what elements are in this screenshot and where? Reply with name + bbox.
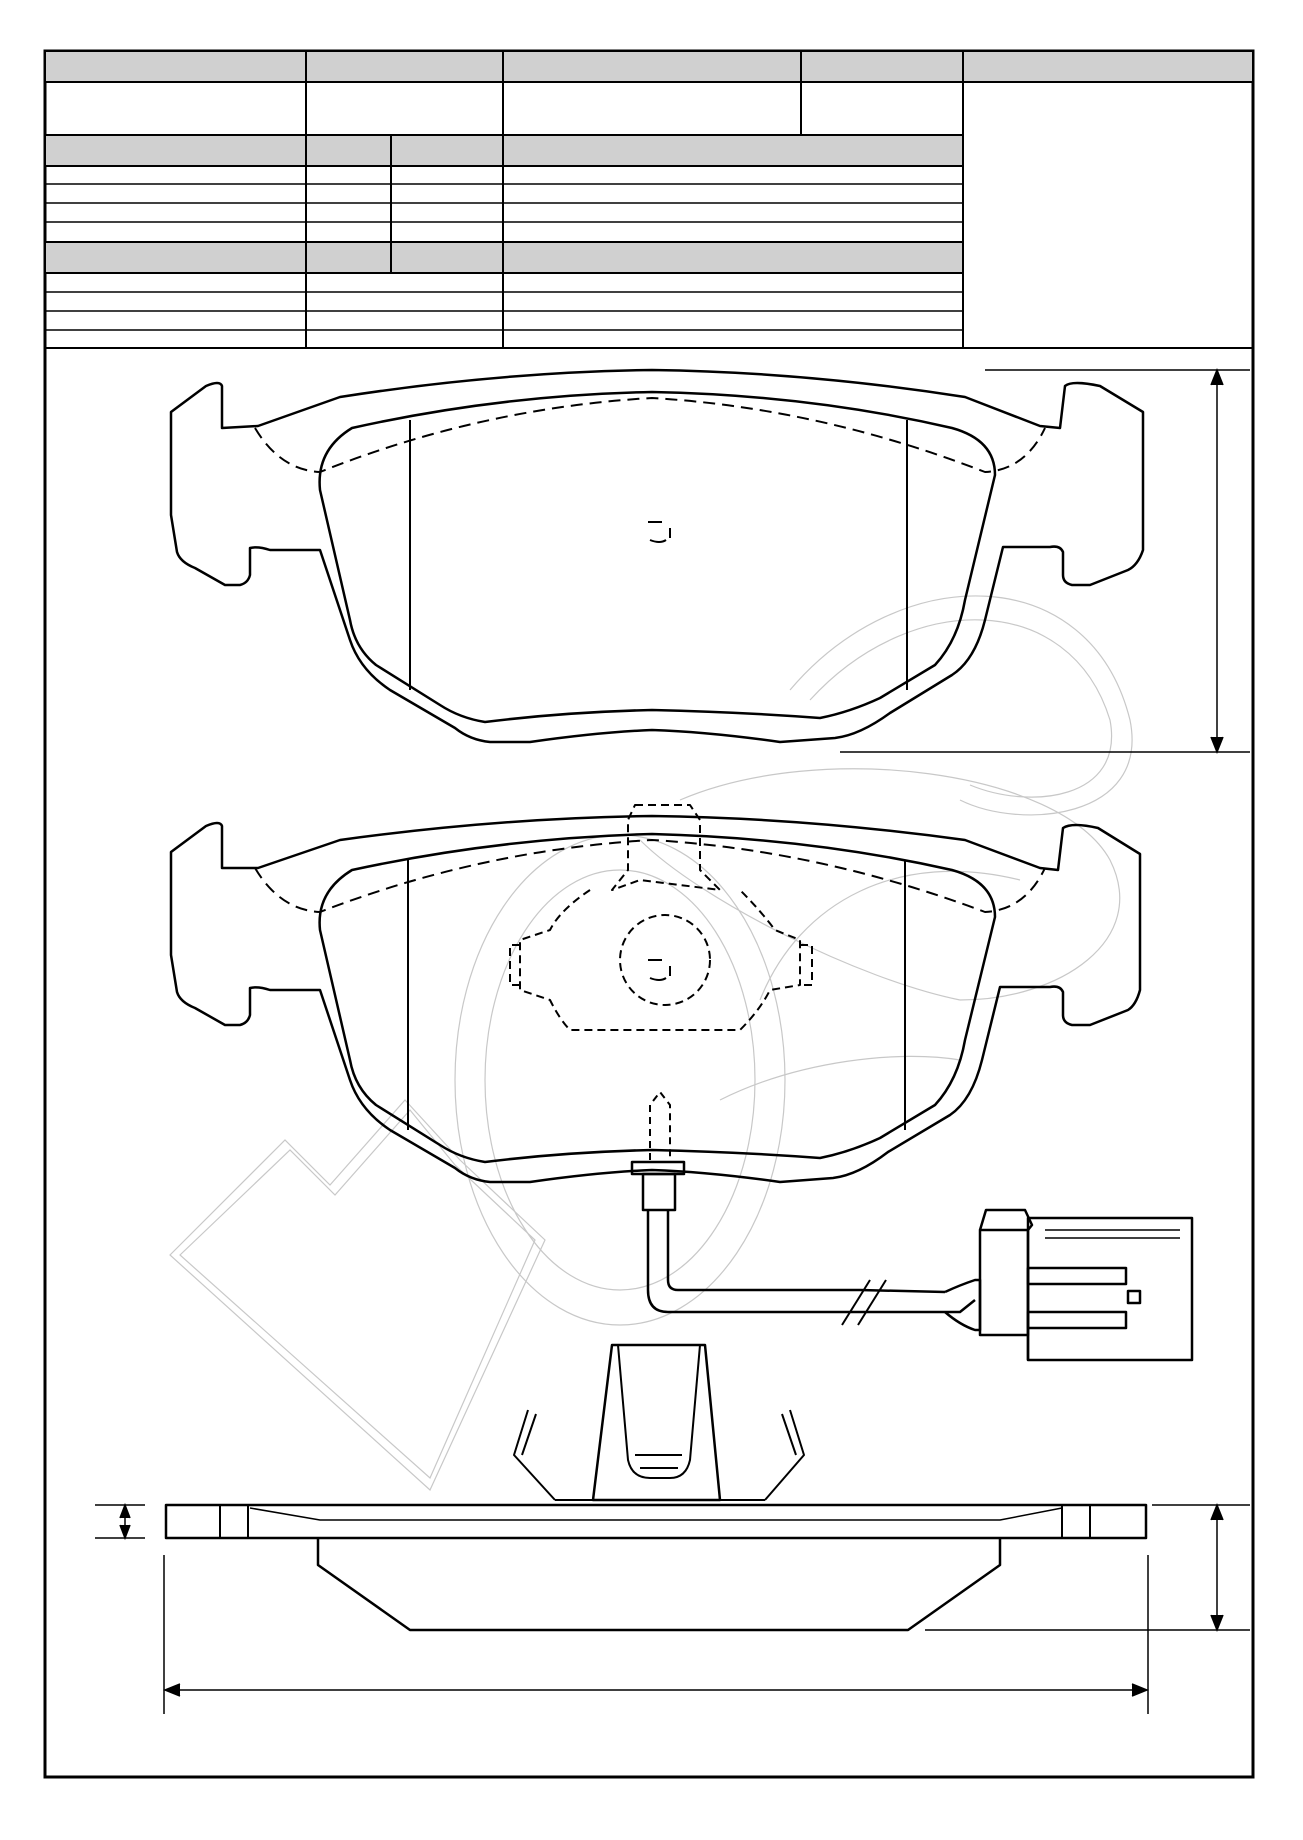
sensor-body: [641, 1172, 677, 1212]
middle-pad-hidden-clip: [509, 804, 813, 1031]
middle-brake-pad: [169, 804, 1142, 1184]
side-view-backing-plate: [164, 1503, 1148, 1540]
sensor-probe: [649, 1091, 671, 1160]
sheet-frame: [43, 49, 1255, 1779]
dimension-pad-height: [840, 367, 1250, 755]
top-pad-friction-material: [318, 390, 997, 724]
dimension-lines: [95, 367, 1250, 1714]
table-header-row: [46, 52, 1252, 82]
watermark-logo: [169, 595, 1133, 1491]
middle-pad-friction-material: [318, 832, 997, 1164]
cable-break-mark-2: [857, 1279, 887, 1326]
top-pad-backing-plate: [169, 368, 1145, 744]
side-view: [164, 1343, 1148, 1632]
spec-table: [45, 51, 1253, 349]
middle-pad-backing-plate: [169, 814, 1142, 1184]
side-view-friction-material: [316, 1538, 1002, 1632]
side-view-clip: [591, 1343, 722, 1502]
top-pad-center-mark: [648, 521, 671, 543]
cable-break-mark-1: [841, 1279, 871, 1326]
sensor-connector: [944, 1208, 1194, 1362]
side-view-clip-spring-left: [513, 1409, 556, 1501]
top-pad-hidden-outline: [254, 397, 1046, 473]
dimension-pad-width: [162, 1555, 1150, 1714]
group1-header-row: [46, 135, 963, 166]
top-brake-pad: [169, 368, 1145, 744]
middle-pad-center-mark: [648, 959, 671, 981]
dimension-pad-thickness: [925, 1502, 1250, 1633]
group2-header-row: [46, 242, 963, 273]
side-view-clip-spring-right: [764, 1409, 805, 1501]
sensor-cable: [646, 1210, 976, 1314]
wear-sensor-assembly: [630, 1091, 1194, 1362]
middle-pad-hidden-outline: [254, 839, 1046, 913]
dimension-backplate-thickness: [95, 1502, 145, 1541]
